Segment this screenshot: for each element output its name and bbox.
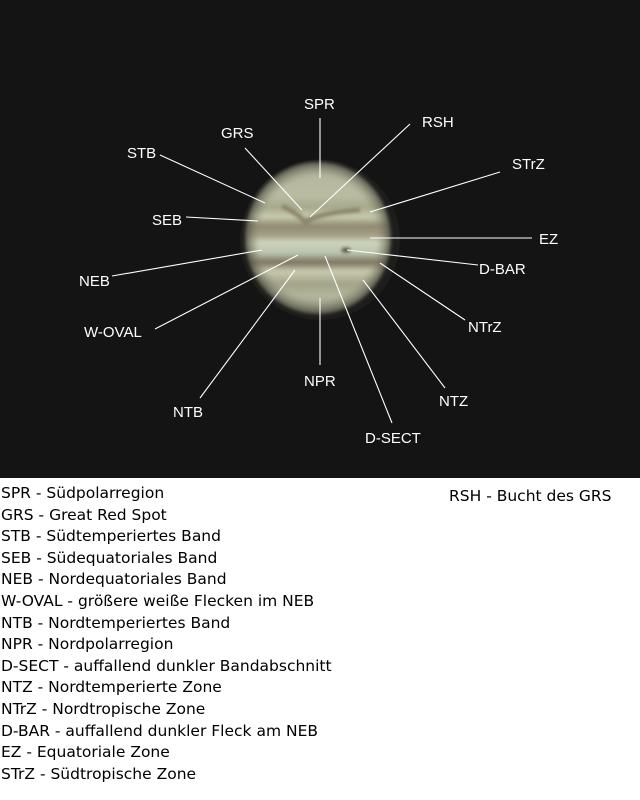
- legend-item: SEB - Südequatoriales Band: [1, 548, 218, 567]
- leader-stb: [159, 154, 266, 204]
- label-dsect: D-SECT: [365, 430, 421, 447]
- legend-item: NTB - Nordtemperiertes Band: [1, 613, 231, 632]
- leader-dbar: [346, 249, 479, 266]
- label-woval: W-OVAL: [84, 324, 142, 341]
- leader-ntb: [199, 269, 296, 399]
- jupiter-disk: [245, 162, 391, 314]
- label-rsh: RSH: [422, 114, 454, 131]
- legend-list: SPR - Südpolarregion GRS - Great Red Spo…: [1, 483, 421, 785]
- legend-item: STrZ - Südtropische Zone: [1, 764, 197, 783]
- leader-grs: [244, 147, 303, 211]
- legend-item: NTrZ - Nordtropische Zone: [1, 699, 206, 718]
- legend-item: D-BAR - auffallend dunkler Fleck am NEB: [1, 721, 319, 740]
- leader-seb: [185, 216, 259, 222]
- label-strz: STrZ: [512, 156, 545, 173]
- legend-item: SPR - Südpolarregion: [1, 484, 165, 502]
- leader-dsect: [324, 255, 393, 424]
- legend-item: NPR - Nordpolarregion: [1, 635, 174, 654]
- label-ntz: NTZ: [439, 393, 468, 410]
- legend-item: NEB - Nordequatoriales Band: [1, 570, 227, 589]
- label-dbar: D-BAR: [479, 261, 526, 278]
- legend-item: EZ - Equatoriale Zone: [1, 743, 170, 762]
- legend-item: STB - Südtemperiertes Band: [1, 527, 221, 546]
- jupiter-photo: SPR GRS RSH STB STrZ SEB EZ D-BAR NEB NT…: [0, 0, 640, 478]
- leader-rsh: [309, 123, 411, 218]
- label-seb: SEB: [152, 212, 182, 229]
- annotated-jupiter: SPR GRS RSH STB STrZ SEB EZ D-BAR NEB NT…: [79, 96, 558, 447]
- leader-neb: [111, 249, 263, 277]
- legend-item: GRS - Great Red Spot: [1, 505, 167, 524]
- label-spr: SPR: [304, 96, 335, 113]
- leader-woval: [154, 254, 299, 330]
- label-ez: EZ: [539, 231, 558, 248]
- label-grs: GRS: [221, 125, 254, 142]
- leader-ntz: [362, 279, 446, 389]
- leader-strz: [369, 171, 501, 213]
- legend-item: D-SECT - auffallend dunkler Bandabschnit…: [1, 656, 332, 675]
- leader-ntrz: [379, 262, 466, 321]
- label-ntrz: NTrZ: [468, 319, 502, 336]
- legend-item: NTZ - Nordtemperierte Zone: [1, 678, 222, 697]
- leader-lines: [111, 118, 532, 424]
- label-ntb: NTB: [173, 404, 203, 421]
- label-npr: NPR: [304, 373, 336, 390]
- legend-item: W-OVAL - größere weiße Flecken im NEB: [1, 591, 315, 610]
- legend-item-rsh: RSH - Bucht des GRS: [449, 487, 612, 505]
- feature-labels: SPR GRS RSH STB STrZ SEB EZ D-BAR NEB NT…: [79, 96, 558, 447]
- label-stb: STB: [127, 145, 156, 162]
- label-neb: NEB: [79, 273, 110, 290]
